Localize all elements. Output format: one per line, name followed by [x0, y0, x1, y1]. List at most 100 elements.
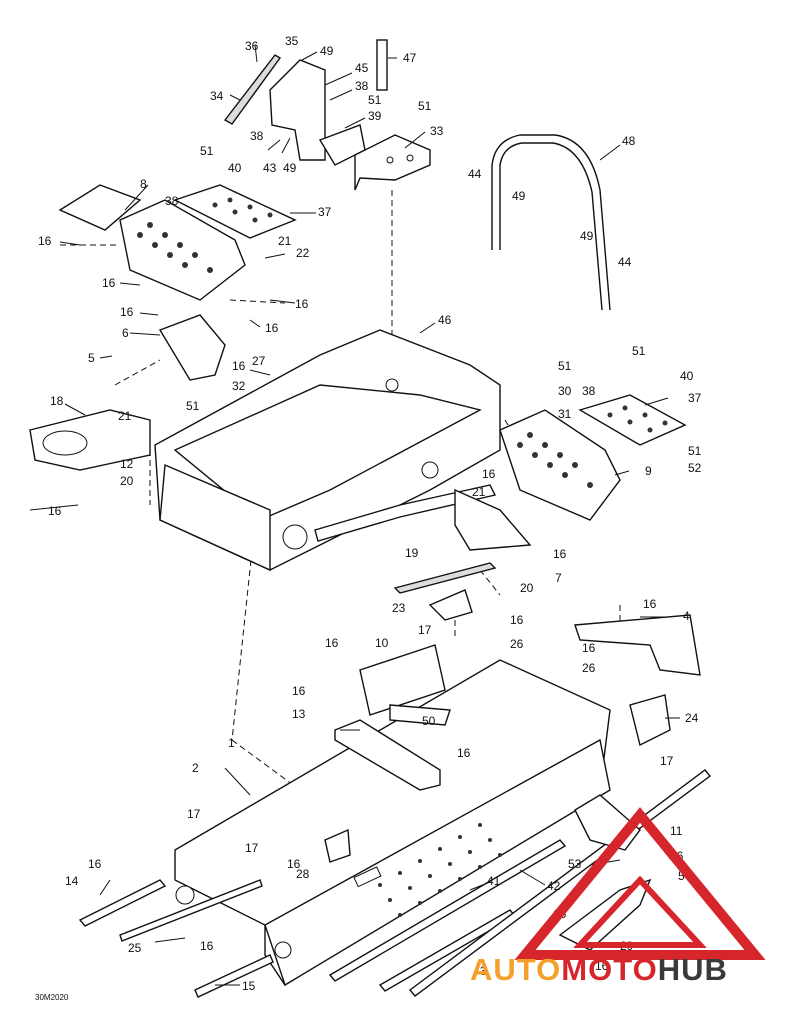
part-10-bracket: [359, 644, 446, 716]
callout-26: 26: [510, 637, 524, 651]
callout-40: 40: [228, 161, 242, 175]
callout-2: 2: [192, 761, 199, 775]
callout-38: 38: [250, 129, 264, 143]
callout-51: 51: [200, 144, 214, 158]
part-45-bracket: [269, 59, 326, 161]
callout-17: 17: [187, 807, 201, 821]
watermark-part-auto: AUTO: [470, 952, 561, 987]
rear-parts-group: [334, 644, 451, 791]
callout-17: 17: [245, 841, 259, 855]
callout-7: 7: [555, 571, 562, 585]
callout-51: 51: [186, 399, 200, 413]
callout-51: 51: [418, 99, 432, 113]
callout-22: 22: [296, 246, 310, 260]
callout-12: 12: [120, 457, 134, 471]
part-15-rail: [194, 954, 274, 998]
part-4-plate: [574, 614, 701, 676]
callout-15: 15: [242, 979, 256, 993]
part-8-bracket: [58, 184, 142, 231]
callout-16: 16: [553, 547, 567, 561]
callout-16: 16: [120, 305, 134, 319]
callout-18: 18: [50, 394, 64, 408]
callout-16: 16: [48, 504, 62, 518]
callout-40: 40: [680, 369, 694, 383]
left-footrest-group: [58, 184, 297, 301]
part-13-rail: [334, 719, 441, 791]
callout-34: 34: [210, 89, 224, 103]
callout-51: 51: [632, 344, 646, 358]
part-7-bracket: [454, 488, 532, 551]
callout-16: 16: [292, 684, 306, 698]
callout-16: 16: [643, 597, 657, 611]
callout-38: 38: [582, 384, 596, 398]
callout-48: 48: [622, 134, 636, 148]
callout-42: 42: [547, 879, 561, 893]
callout-27: 27: [252, 354, 266, 368]
part-34-strip: [223, 54, 282, 125]
part-frame-bar: [314, 484, 497, 542]
part-6-bracket: [158, 314, 226, 381]
callout-5: 5: [678, 869, 685, 883]
part-24-plate: [629, 694, 671, 747]
callout-3: 3: [480, 964, 487, 978]
watermark-text: AUTOMOTOHUB: [470, 952, 728, 987]
part-frame-front: [159, 463, 271, 572]
callout-20: 20: [520, 581, 534, 595]
callout-8: 8: [140, 177, 147, 191]
callout-31: 31: [558, 407, 572, 421]
callout-51: 51: [558, 359, 572, 373]
callout-49: 49: [283, 161, 297, 175]
warning-triangle-icon: [514, 807, 766, 960]
callout-35: 35: [285, 34, 299, 48]
callout-49: 49: [512, 189, 526, 203]
part-23-plate: [428, 589, 473, 621]
callout-26: 26: [582, 661, 596, 675]
callout-16: 16: [265, 321, 279, 335]
callout-17: 17: [418, 623, 432, 637]
callout-44: 44: [618, 255, 632, 269]
callout-38: 38: [165, 194, 179, 208]
part-47-tube: [376, 39, 388, 91]
callout-16: 16: [482, 467, 496, 481]
callout-49: 49: [320, 44, 334, 58]
callout-9: 9: [645, 464, 652, 478]
callout-16: 16: [200, 939, 214, 953]
callout-47: 47: [403, 51, 417, 65]
callout-30: 30: [558, 384, 572, 398]
callout-43: 43: [263, 161, 277, 175]
callout-16: 16: [510, 613, 524, 627]
callout-11: 11: [670, 824, 683, 838]
callout-21: 21: [472, 485, 486, 499]
callout-45: 45: [355, 61, 369, 75]
callout-39: 39: [368, 109, 382, 123]
callout-14: 14: [65, 874, 79, 888]
callout-16: 16: [457, 746, 471, 760]
callout-16: 16: [88, 857, 102, 871]
callout-16: 16: [325, 636, 339, 650]
callout-4: 4: [683, 609, 690, 623]
callout-20: 20: [120, 474, 134, 488]
part-2-side: [264, 738, 611, 987]
callout-46: 46: [438, 313, 452, 327]
callout-37: 37: [318, 205, 332, 219]
callout-23: 23: [392, 601, 406, 615]
lower-tunnel: [174, 659, 611, 987]
callout-44: 44: [468, 167, 482, 181]
tunnel-frame: [154, 329, 501, 572]
part-19-strip: [393, 562, 497, 594]
callout-41: 41: [487, 874, 501, 888]
watermark-part-moto: MOTO: [561, 952, 657, 987]
callout-51: 51: [368, 93, 382, 107]
assembly-lines: [60, 190, 621, 791]
callout-38: 38: [355, 79, 369, 93]
part-37-plate-right: [578, 394, 687, 446]
callout-16: 16: [582, 641, 596, 655]
callout-6: 6: [122, 326, 129, 340]
watermark-part-hub: HUB: [658, 952, 728, 987]
callout-33: 33: [430, 124, 444, 138]
callout-21: 21: [118, 409, 132, 423]
callout-16: 16: [595, 959, 609, 973]
part-33-plate: [354, 134, 431, 191]
